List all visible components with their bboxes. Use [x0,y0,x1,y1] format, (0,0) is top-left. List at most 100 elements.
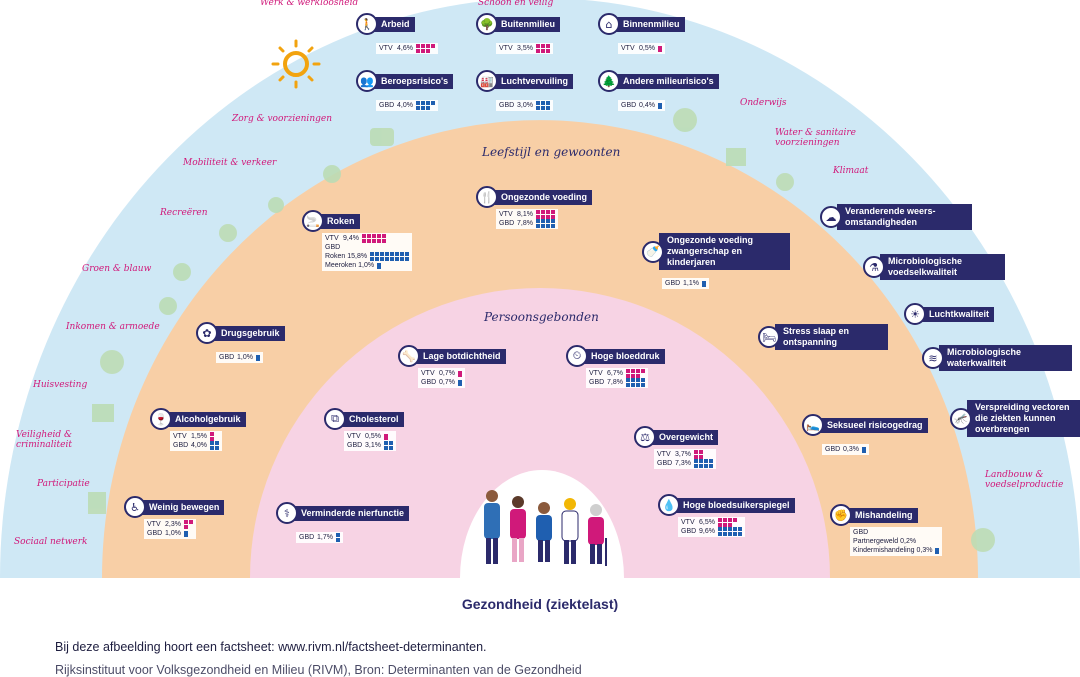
stat-square [395,252,400,256]
bicycle-icon [268,197,284,213]
determinant-header: 🍼Ongezonde voeding zwangerschap en kinde… [642,233,790,270]
stat-value: 1,0% [358,262,375,269]
determinant-header: 🚬Roken [302,210,412,232]
determinant-label: Alcoholgebruik [167,411,246,427]
label-veiligheid: Veiligheid & criminaliteit [16,430,73,451]
stat-square [550,210,555,214]
stat-squares [209,432,214,441]
car-icon [323,165,341,183]
stat-source: GBD [621,102,637,109]
determinant-header: 👥Beroepsrisico's [356,70,454,92]
determinant-header: ⧉Cholesterol [324,408,404,430]
stat-square [737,527,742,531]
weather-icon: ☁ [820,206,842,228]
stat-squares [183,520,193,529]
stat-square [385,257,390,261]
stat-square [635,378,640,382]
determinant-label: Drugsgebruik [213,325,285,341]
stat-square [415,106,420,110]
stat-value: 1,1% [683,280,699,287]
stat-square [550,224,555,228]
windmill-icon [100,350,124,374]
food-icon: 🍴 [476,186,498,208]
stat-square [640,378,645,382]
stat-source: VTV [347,433,361,440]
stat-square [640,383,645,387]
stat-squares [935,547,940,554]
stat-squares [415,44,435,53]
stat-value: 3,7% [675,451,691,458]
determinant-label: Lage botdichtheid [415,348,506,364]
stat-value: 7,8% [517,220,533,227]
stat-square [625,369,630,373]
stat-squares [209,441,219,450]
label-recreeren: Recreëren [160,208,208,218]
stat-square [457,379,462,386]
stat-square [405,257,410,261]
people-illustration [484,490,607,566]
stat-square [335,533,340,537]
stat-square [625,378,630,382]
stat-square [693,450,698,454]
stat-square [214,446,219,450]
stat-square [625,374,630,378]
stat-square [701,280,706,287]
stat-value: 3,0% [517,102,533,109]
stat-source: GBD [147,530,163,537]
determinant-label: Roken [319,213,360,229]
stat-square [183,530,188,537]
stat-square [727,532,732,536]
stat-square [388,441,393,445]
stat-square [376,234,381,238]
stat-square [209,437,214,441]
stat-square [545,215,550,219]
bone-icon: 🦴 [398,345,420,367]
determinant-label: Luchtvervuiling [493,73,574,89]
stat-squares [457,379,462,386]
tree-icon [673,108,697,132]
tractor-icon [971,528,995,552]
stat-value: 0,4% [639,102,655,109]
stat-square [550,215,555,219]
stat-source: Kindermishandeling [853,547,915,554]
stat-square [385,252,390,256]
determinant-label: Mishandeling [847,507,918,523]
stat-square [375,252,380,256]
stat-square [545,101,550,105]
stat-square [371,239,376,243]
stat-square [415,101,420,105]
stat-square [703,459,708,463]
stat-source: VTV [499,45,513,52]
mosquito-icon: 🦟 [950,407,972,430]
stat-square [430,44,435,48]
cannabis-icon: ✿ [196,322,218,344]
stat-value: 6,5% [699,519,715,526]
stat-squares [415,101,435,110]
stat-source: GBD [499,220,515,227]
determinant-label: Microbiologische voedselkwaliteit [880,254,1005,280]
stat-value: 1,5% [191,433,207,440]
stat-square [388,446,393,450]
stat-value: 0,5% [639,45,655,52]
bed-icon: 🛏 [758,326,780,348]
apartment-icon [92,404,114,422]
stat-square [732,518,737,522]
